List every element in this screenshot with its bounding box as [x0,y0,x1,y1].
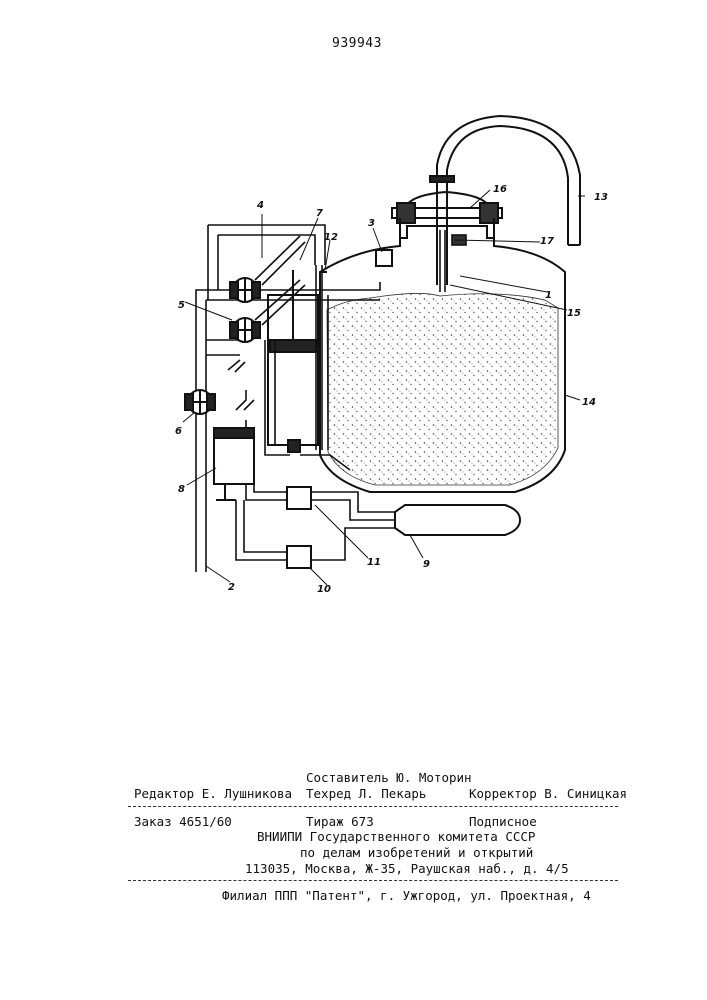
label-5: 5 [178,300,185,311]
label-12: 12 [324,232,338,243]
valve-6 [185,390,215,414]
imprint-address: 113035, Москва, Ж-35, Раушская наб., д. … [245,861,569,876]
cylinder-8 [214,428,254,500]
imprint-branch: Филиал ППП "Патент", г. Ужгород, ул. Про… [222,888,591,903]
separator-top [128,806,618,807]
hose-13 [430,116,580,285]
pipe-2 [196,300,206,572]
imprint-subscription: Подписное [469,814,537,829]
label-13: 13 [594,192,608,203]
sensor-3 [376,250,392,266]
label-8: 8 [178,484,185,495]
imprint-circulation: Тираж 673 [306,814,374,829]
imprint-org-line1: ВНИИПИ Государственного комитета СССР [257,829,535,844]
label-10: 10 [317,584,331,595]
label-2: 2 [228,582,235,593]
label-9: 9 [423,559,430,570]
imprint-compiler: Составитель Ю. Моторин [306,770,472,785]
label-1: 1 [545,290,552,301]
label-11: 11 [367,557,381,568]
valve-4 [230,278,260,302]
bottle-9 [395,505,520,535]
separator-bottom [128,880,618,881]
valve-5 [230,318,260,342]
label-16: 16 [493,184,507,195]
label-3: 3 [368,218,375,229]
label-4: 4 [256,200,264,211]
device-10 [287,546,311,568]
imprint-techred: Техред Л. Пекарь [306,786,426,801]
imprint-corrector: Корректор В. Синицкая [469,786,627,801]
tube-15 [440,230,466,292]
label-15: 15 [567,308,581,319]
imprint-editor: Редактор Е. Лушникова [134,786,292,801]
label-14: 14 [582,397,596,408]
label-7: 7 [316,208,323,219]
label-17: 17 [540,236,554,247]
imprint-org-line2: по делам изобретений и открытий [300,845,533,860]
imprint-order: Заказ 4651/60 [134,814,232,829]
label-6: 6 [175,426,182,437]
device-11 [287,487,311,509]
vessel-14 [320,226,565,492]
